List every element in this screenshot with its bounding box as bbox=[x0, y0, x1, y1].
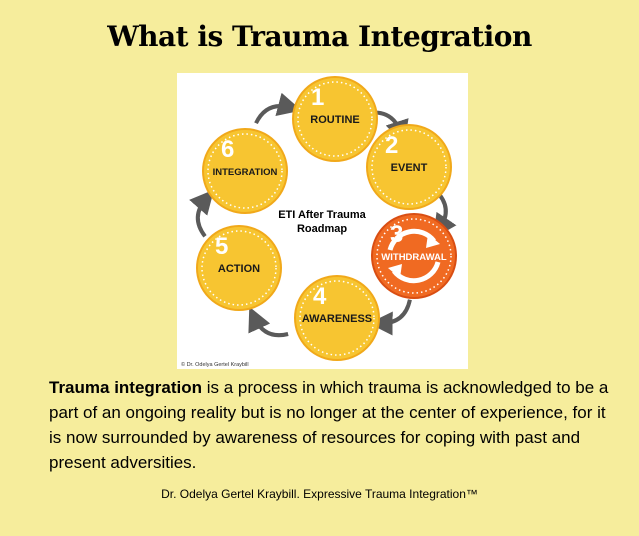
stage-number: 5 bbox=[215, 233, 228, 260]
center-title-line1: ETI After Trauma bbox=[278, 209, 366, 221]
cycle-arrow bbox=[248, 306, 289, 338]
cycle-inner-arrowhead bbox=[426, 234, 440, 248]
stage-number: 2 bbox=[385, 132, 398, 159]
author-credit: Dr. Odelya Gertel Kraybill. Expressive T… bbox=[161, 487, 478, 501]
stage-circle bbox=[294, 275, 380, 361]
definition-term: Trauma integration bbox=[49, 378, 203, 397]
cycle-arrow bbox=[254, 92, 302, 125]
stage-circle bbox=[366, 124, 452, 210]
stage-dotted-ring bbox=[207, 133, 283, 209]
stage-label: ACTION bbox=[218, 263, 260, 275]
definition-paragraph: Trauma integration is a process in which… bbox=[49, 375, 609, 475]
center-title-line2: Roadmap bbox=[297, 223, 347, 235]
stage-number: 3 bbox=[390, 221, 403, 248]
stage-number: 4 bbox=[313, 283, 327, 310]
stage-label: WITHDRAWAL bbox=[381, 252, 447, 263]
stage-label: AWARENESS bbox=[302, 313, 372, 325]
stage-dotted-ring bbox=[201, 230, 277, 306]
copyright-note: © Dr. Odelya Gertel Kraybill bbox=[181, 361, 249, 368]
cycle-arrow bbox=[368, 299, 412, 336]
stage-label: INTEGRATION bbox=[213, 167, 278, 178]
stage-dotted-ring bbox=[297, 81, 373, 157]
stage-dotted-ring bbox=[371, 129, 447, 205]
stage-label: EVENT bbox=[391, 162, 428, 174]
stage-circle bbox=[371, 213, 457, 299]
cycle-stages: 1ROUTINE2EVENT3WITHDRAWAL4AWARENESS5ACTI… bbox=[196, 76, 457, 361]
stage-dotted-ring bbox=[299, 280, 375, 356]
stage-circle bbox=[292, 76, 378, 162]
page-title: What is Trauma Integration bbox=[107, 20, 532, 53]
roadmap-svg: 1ROUTINE2EVENT3WITHDRAWAL4AWARENESS5ACTI… bbox=[181, 76, 457, 368]
stage-label: ROUTINE bbox=[310, 114, 360, 126]
stage-dotted-ring bbox=[376, 218, 452, 294]
cycle-inner-arrowhead bbox=[388, 264, 402, 278]
stage-number: 6 bbox=[221, 136, 234, 163]
stage-number: 1 bbox=[311, 84, 324, 111]
stage-circle bbox=[202, 128, 288, 214]
stage-circle bbox=[196, 225, 282, 311]
cycle-arrow bbox=[189, 189, 214, 238]
definition-text: is a process in which trauma is acknowle… bbox=[49, 378, 609, 472]
